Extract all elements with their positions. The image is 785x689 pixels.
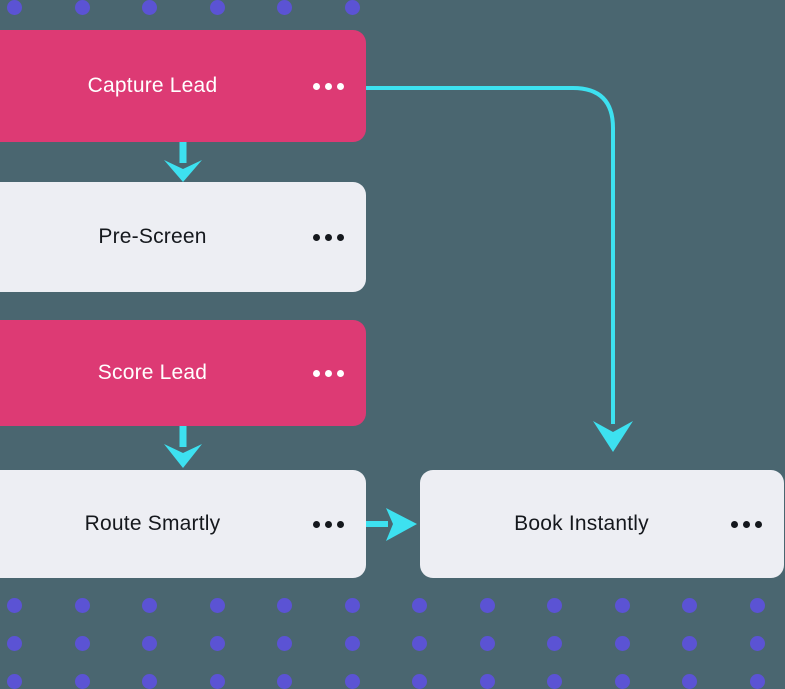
background-dot	[750, 636, 765, 651]
background-dot	[75, 636, 90, 651]
node-label: Capture Lead	[0, 74, 303, 98]
background-dot	[277, 674, 292, 689]
background-dot	[210, 0, 225, 15]
background-dot	[412, 636, 427, 651]
background-dot	[277, 636, 292, 651]
background-dot	[142, 598, 157, 613]
edge-score-to-route	[164, 426, 202, 468]
background-dot	[615, 636, 630, 651]
background-dot	[210, 636, 225, 651]
background-dot	[682, 674, 697, 689]
edge-route-to-book	[366, 508, 417, 541]
background-dot	[142, 636, 157, 651]
node-label: Route Smartly	[0, 512, 303, 536]
background-dot	[7, 0, 22, 15]
ellipsis-icon[interactable]	[313, 370, 344, 377]
background-dot	[682, 598, 697, 613]
background-dot	[345, 0, 360, 15]
background-dot	[210, 674, 225, 689]
background-dot	[547, 674, 562, 689]
background-dot	[615, 674, 630, 689]
ellipsis-icon[interactable]	[313, 83, 344, 90]
node-label: Score Lead	[0, 361, 303, 385]
ellipsis-icon[interactable]	[313, 234, 344, 241]
background-dot	[682, 636, 697, 651]
node-route-smartly[interactable]: Route Smartly	[0, 470, 366, 578]
node-capture-lead[interactable]: Capture Lead	[0, 30, 366, 142]
node-pre-screen[interactable]: Pre-Screen	[0, 182, 366, 292]
edge-capture-to-prescreen	[164, 142, 202, 182]
node-score-lead[interactable]: Score Lead	[0, 320, 366, 426]
background-dot	[412, 598, 427, 613]
background-dot	[547, 636, 562, 651]
background-dot	[480, 636, 495, 651]
background-dot	[547, 598, 562, 613]
ellipsis-icon[interactable]	[731, 521, 762, 528]
background-dot	[75, 674, 90, 689]
background-dot	[142, 0, 157, 15]
node-book-instantly[interactable]: Book Instantly	[420, 470, 784, 578]
node-label: Pre-Screen	[0, 225, 303, 249]
background-dot	[75, 0, 90, 15]
background-dot	[345, 674, 360, 689]
background-dot	[615, 598, 630, 613]
background-dot	[7, 674, 22, 689]
background-dot	[750, 598, 765, 613]
ellipsis-icon[interactable]	[313, 521, 344, 528]
background-dot	[480, 674, 495, 689]
background-dot	[210, 598, 225, 613]
background-dot	[75, 598, 90, 613]
background-dot	[480, 598, 495, 613]
background-dot	[412, 674, 427, 689]
background-dot	[750, 674, 765, 689]
edge-capture-to-book	[366, 88, 633, 452]
background-dot	[7, 636, 22, 651]
background-dot	[7, 598, 22, 613]
background-dot	[142, 674, 157, 689]
background-dot	[345, 636, 360, 651]
background-dot	[277, 598, 292, 613]
node-label: Book Instantly	[420, 512, 721, 536]
background-dot	[345, 598, 360, 613]
background-dot	[277, 0, 292, 15]
